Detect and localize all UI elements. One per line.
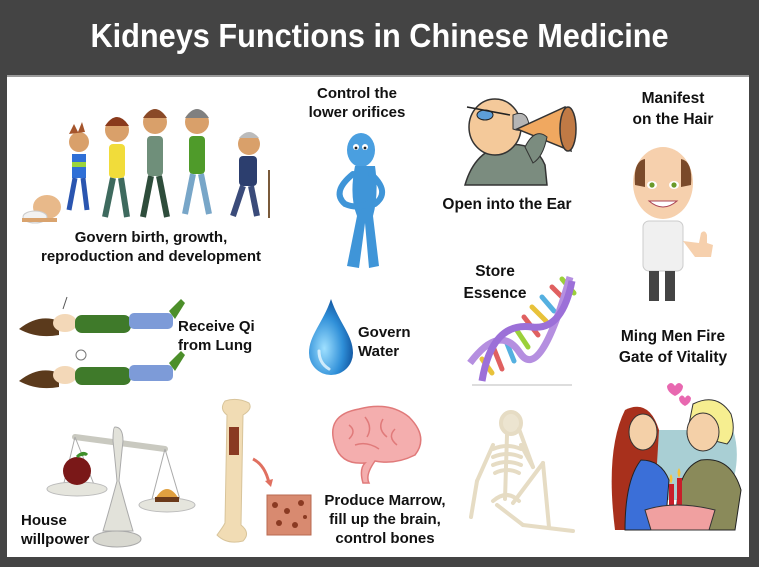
label-receive-qi: Receive Qi from Lung — [178, 317, 288, 355]
ear-trumpet-man-icon — [464, 98, 577, 186]
label-open-ear: Open into the Ear — [427, 195, 587, 214]
label-manifest-hair: Manifest on the Hair — [603, 88, 743, 130]
page-title: Kidneys Functions in Chinese Medicine — [90, 17, 669, 54]
infographic-panel: Govern birth, growth, reproduction and d… — [7, 75, 749, 557]
label-line: control bones — [335, 530, 435, 547]
label-line: Ming Men Fire — [620, 328, 726, 345]
label-store-essence: Store Essence — [455, 261, 535, 305]
balance-scale-icon — [46, 426, 196, 548]
water-drop-icon — [309, 299, 353, 375]
brain-icon — [332, 405, 422, 484]
label-line: reproduction and development — [40, 248, 262, 265]
dna-helix-icon — [467, 276, 577, 386]
label-line: Store — [475, 263, 515, 280]
label-line: lower orifices — [308, 104, 406, 121]
label-lower-orifices: Control the lower orifices — [297, 84, 417, 122]
label-line: Govern birth, growth, — [74, 229, 228, 246]
label-line: Manifest — [641, 90, 705, 107]
label-line: Produce Marrow, — [324, 492, 446, 509]
label-line: Gate of Vitality — [618, 349, 728, 366]
label-line: Essence — [463, 285, 527, 302]
label-produce-marrow: Produce Marrow, fill up the brain, contr… — [310, 491, 460, 548]
label-line: Receive Qi — [178, 318, 255, 335]
label-line: Water — [358, 343, 400, 360]
blue-figure-icon — [336, 133, 385, 268]
balding-man-thumbs-up-icon — [633, 147, 713, 301]
label-govern-water: Govern Water — [358, 323, 438, 361]
couple-candles-icon — [611, 383, 742, 531]
label-line: from Lung — [178, 337, 253, 354]
label-line: on the Hair — [632, 111, 714, 128]
label-line: Control the — [317, 85, 397, 102]
label-line: House — [21, 512, 67, 529]
life-stages-people-icon — [22, 109, 270, 224]
skeleton-icon — [469, 410, 575, 533]
label-line: fill up the brain, — [329, 511, 441, 528]
label-ming-men: Ming Men Fire Gate of Vitality — [603, 326, 743, 368]
label-line: Govern — [358, 324, 411, 341]
label-house-willpower: House willpower — [21, 511, 121, 549]
breathing-women-icon — [19, 296, 185, 389]
label-line: willpower — [21, 531, 90, 548]
label-line: Open into the Ear — [442, 196, 572, 213]
label-govern-birth: Govern birth, growth, reproduction and d… — [21, 228, 281, 266]
bone-marrow-icon — [216, 398, 312, 543]
